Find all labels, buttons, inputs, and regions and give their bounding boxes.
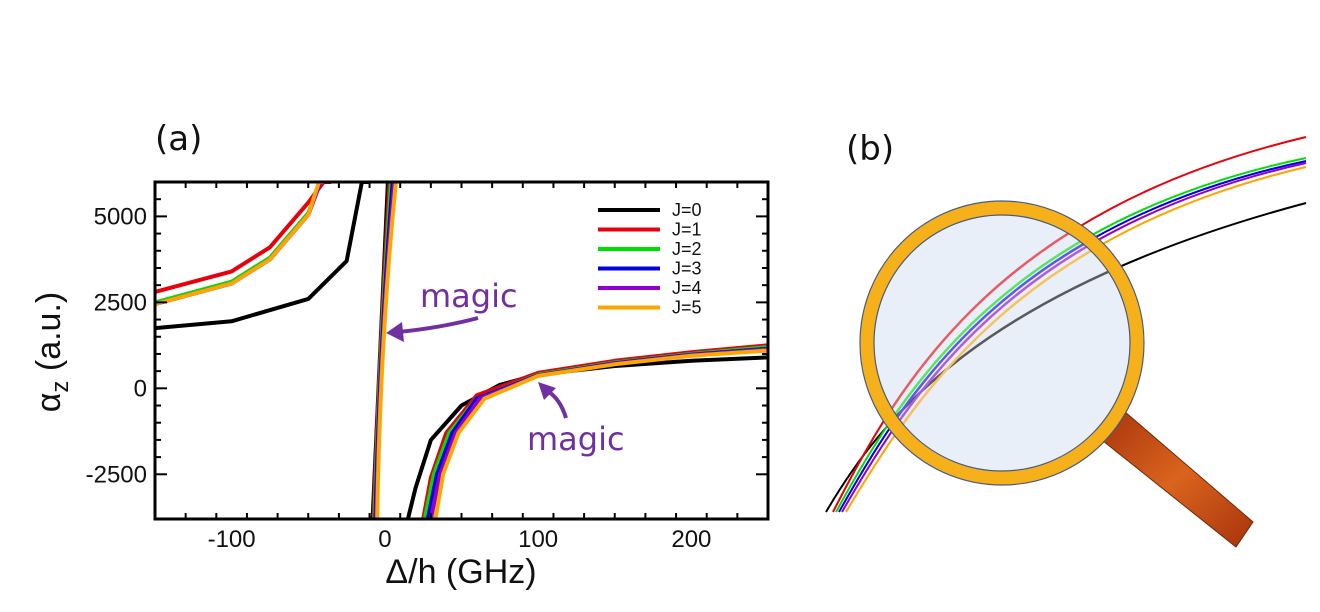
- annotation-magic-1-arrowhead: [386, 322, 404, 342]
- annotation-magic-1-text: magic: [420, 277, 518, 315]
- legend-label-J4: J=4: [672, 278, 702, 298]
- panel-b: (b): [825, 129, 1307, 548]
- legend: J=0J=1J=2J=3J=4J=5: [598, 200, 702, 318]
- legend-label-J2: J=2: [672, 239, 702, 259]
- legend-label-J1: J=1: [672, 220, 702, 240]
- magnifier-rim: [860, 201, 1144, 485]
- x-tick-label: -100: [208, 526, 256, 553]
- axis-tick-labels: -100 0 100 200 -2500 0 2500 5000: [86, 203, 712, 553]
- series-line-J0-branch-1: [155, 182, 370, 331]
- series-group: [155, 182, 768, 519]
- y-axis-title-subscript: z: [47, 381, 74, 393]
- x-tick-label: 100: [518, 526, 558, 553]
- x-tick-label: 200: [671, 526, 711, 553]
- legend-label-J5: J=5: [672, 298, 702, 318]
- panel-b-label: (b): [846, 129, 894, 169]
- y-tick-label: 5000: [94, 203, 147, 230]
- x-axis-title: Δ/h (GHz): [385, 553, 536, 591]
- x-tick-label: 0: [378, 526, 391, 553]
- y-tick-label: -2500: [86, 461, 147, 488]
- legend-label-J0: J=0: [672, 200, 702, 220]
- y-tick-label: 2500: [94, 289, 147, 316]
- lens-curve-J1: [867, 208, 1137, 478]
- annotation-magic-2-arrowhead: [538, 382, 556, 400]
- y-axis-title: αz (a.u.): [30, 292, 74, 412]
- panel-a-label: (a): [155, 119, 202, 159]
- y-axis-title-unit: (a.u.): [30, 292, 68, 381]
- magnifier-handle: [1097, 410, 1254, 548]
- y-axis-title-group: αz (a.u.): [30, 292, 74, 412]
- magnifier-glass: [867, 208, 1137, 478]
- magnifier-rim-inner-edge: [873, 214, 1131, 472]
- y-axis-title-symbol: α: [30, 393, 68, 413]
- annotation-magic-1: magic: [386, 277, 518, 342]
- magnifier-rim-outer-edge: [859, 200, 1145, 486]
- legend-label-J3: J=3: [672, 259, 702, 279]
- series-line-J5-central-branch: [375, 182, 398, 519]
- series-line-J5-branch-2: [433, 348, 768, 519]
- annotation-magic-1-arrow: [397, 316, 479, 334]
- axis-ticks: [154, 181, 769, 519]
- annotation-magic-2: magic: [527, 382, 625, 458]
- lens-curve-J0: [867, 208, 1137, 478]
- series-line-J1-branch-1: [155, 182, 332, 294]
- annotation-magic-2-text: magic: [527, 420, 625, 458]
- series-line-J5-branch-1: [155, 182, 324, 307]
- y-tick-label: 0: [134, 375, 147, 402]
